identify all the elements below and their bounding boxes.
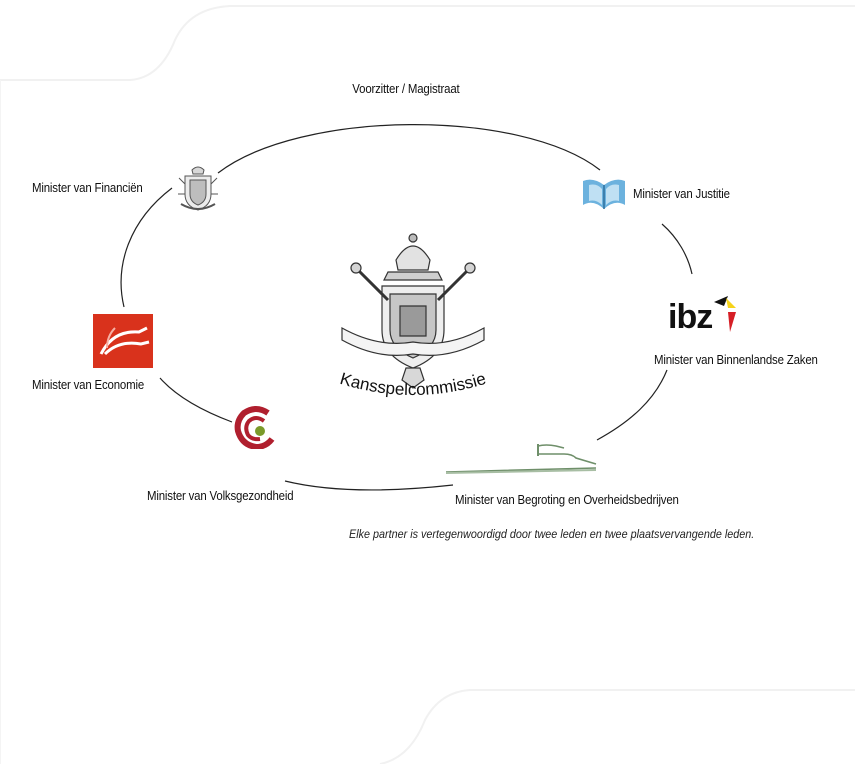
health-logo <box>234 406 275 449</box>
coat-of-arms-icon <box>178 166 218 211</box>
health-label: Minister van Volksgezondheid <box>147 488 294 503</box>
ibz-logo: ibz <box>668 294 738 338</box>
interior-label: Minister van Binnenlandse Zaken <box>654 352 818 367</box>
chair-label: Voorzitter / Magistraat <box>352 81 460 96</box>
budget-logo <box>446 444 597 474</box>
svg-text:Kansspelcommissie: Kansspelcommissie <box>338 372 488 399</box>
justice-label: Minister van Justitie <box>633 186 730 201</box>
economy-label: Minister van Economie <box>32 377 145 392</box>
economy-logo <box>93 314 153 368</box>
center-name-text: Kansspelcommissie <box>338 369 488 399</box>
footnote: Elke partner is vertegenwoordigd door tw… <box>349 527 755 541</box>
ibz-logo-text: ibz <box>668 298 713 336</box>
curved-center-name: Kansspelcommissie <box>338 369 488 399</box>
open-book-icon <box>583 179 625 209</box>
center-name: Kansspelcommissie <box>318 369 508 412</box>
budget-label: Minister van Begroting en Overheidsbedri… <box>455 492 679 507</box>
belgian-flag-triangles-icon <box>714 296 736 332</box>
finance-label: Minister van Financiën <box>32 180 143 195</box>
belgian-coat-of-arms-icon <box>341 233 485 389</box>
